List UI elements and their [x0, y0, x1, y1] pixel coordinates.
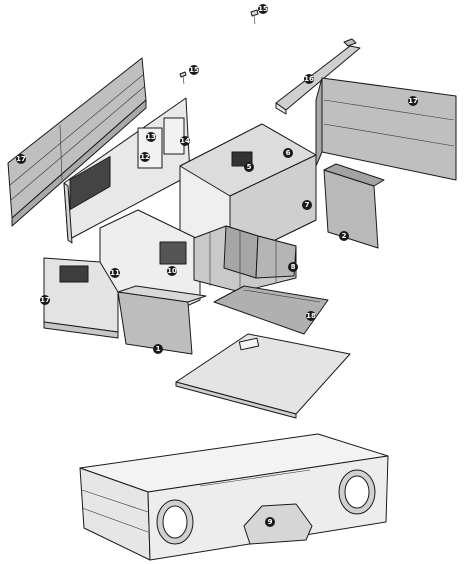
- svg-text:7: 7: [305, 201, 310, 209]
- callout-10: 10: [167, 266, 177, 276]
- callout-17-right: 17: [408, 96, 418, 106]
- left-side-panel-part: [7, 57, 147, 227]
- callout-15-side: 15: [189, 65, 199, 75]
- svg-text:18: 18: [306, 312, 316, 320]
- svg-text:16: 16: [304, 75, 314, 83]
- top-screw-part: [250, 9, 259, 25]
- callout-17-lower: 17: [40, 295, 50, 305]
- svg-text:17: 17: [408, 97, 418, 105]
- svg-text:1: 1: [156, 345, 161, 353]
- svg-text:11: 11: [110, 269, 120, 277]
- control-frame-part: [63, 97, 191, 244]
- callout-18: 18: [306, 311, 316, 321]
- callout-12: 12: [140, 152, 150, 162]
- svg-text:17: 17: [40, 296, 50, 304]
- callout-15-top: 15: [258, 4, 268, 14]
- callout-17-left: 17: [16, 154, 26, 164]
- svg-text:15: 15: [189, 66, 199, 74]
- callout-16: 16: [304, 74, 314, 84]
- svg-text:2: 2: [342, 232, 347, 240]
- callout-5: 5: [244, 162, 254, 172]
- bottom-plate-part: [175, 333, 351, 419]
- callout-14: 14: [180, 136, 190, 146]
- mounting-rail-part: [275, 38, 361, 115]
- svg-text:10: 10: [167, 267, 177, 275]
- small-screw-part: [179, 71, 187, 85]
- callout-6: 6: [283, 148, 293, 158]
- callout-2: 2: [339, 231, 349, 241]
- right-side-panel-part: [315, 77, 457, 181]
- slope-panel-part: [213, 285, 329, 335]
- callout-7: 7: [302, 200, 312, 210]
- svg-text:6: 6: [286, 149, 291, 157]
- svg-text:13: 13: [146, 133, 156, 141]
- callout-9: 9: [265, 517, 275, 527]
- svg-text:12: 12: [140, 153, 150, 161]
- svg-text:14: 14: [180, 137, 190, 145]
- svg-text:15: 15: [258, 5, 268, 13]
- callout-11: 11: [110, 268, 120, 278]
- callout-1: 1: [153, 344, 163, 354]
- left-end-panel-part: [43, 257, 119, 339]
- svg-text:9: 9: [268, 518, 273, 526]
- svg-text:5: 5: [247, 163, 252, 171]
- right-door-panel-part: [323, 163, 385, 249]
- svg-text:8: 8: [291, 263, 296, 271]
- callout-13: 13: [146, 132, 156, 142]
- callout-markers: 15 15 16 17 17 17 13 14 12 6 5 7 2 8 10 …: [16, 4, 418, 527]
- svg-text:17: 17: [16, 155, 26, 163]
- assembled-unit-part: [79, 433, 389, 561]
- heat-exchanger-part: [193, 225, 297, 293]
- callout-8: 8: [288, 262, 298, 272]
- front-door-panel-part: [117, 285, 207, 355]
